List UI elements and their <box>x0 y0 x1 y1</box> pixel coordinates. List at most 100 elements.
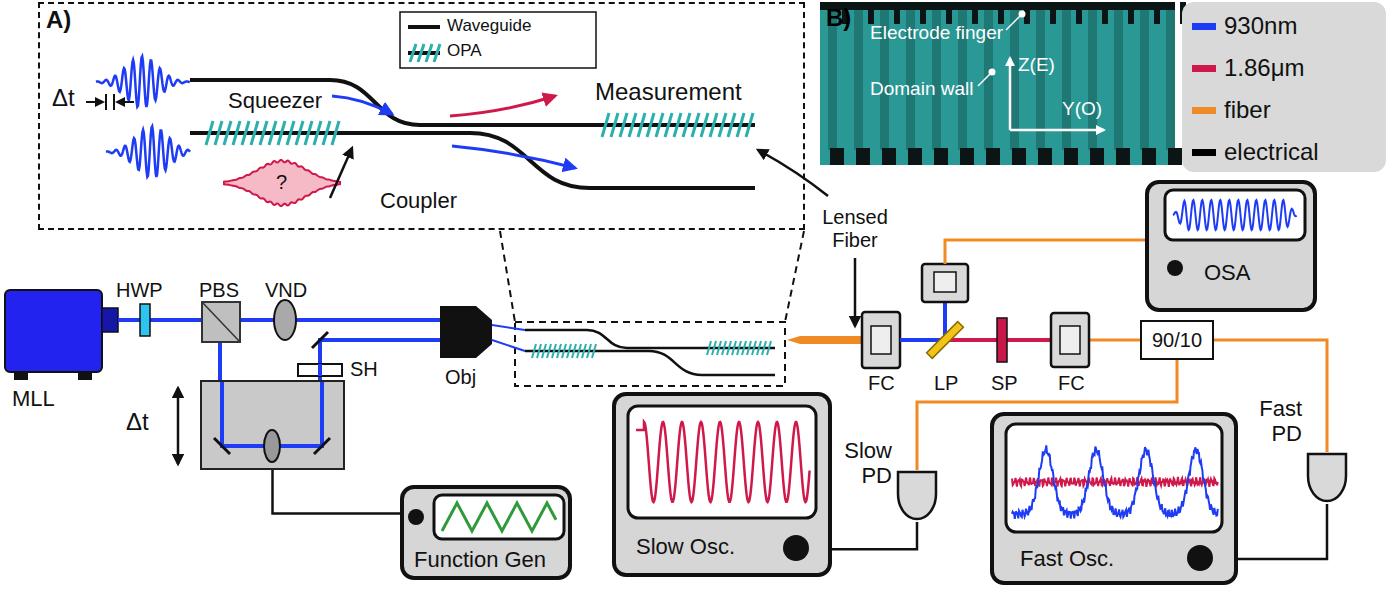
drawing-part <box>710 113 717 137</box>
section-label: Coupler <box>380 188 457 213</box>
legend-swatch <box>1192 23 1216 30</box>
drawing-part <box>783 535 809 561</box>
drawing-part <box>1140 10 1149 150</box>
drawing-part <box>408 509 424 525</box>
drawing-part <box>701 113 708 137</box>
pointer-arrow <box>854 258 857 326</box>
micrograph-texture <box>820 2 1186 165</box>
drawing-part <box>762 341 766 355</box>
drawing-part <box>1038 148 1052 165</box>
laser-foot <box>78 372 92 380</box>
lensed-fiber <box>787 336 862 344</box>
delay-stage-drawing <box>202 382 347 472</box>
drawing-part <box>719 113 726 137</box>
beam-splitter <box>202 302 240 342</box>
drawing-part <box>628 406 816 518</box>
node-title: Function Gen <box>414 547 546 572</box>
photodetector: Slow PD <box>896 470 938 522</box>
drawing-part <box>206 121 213 145</box>
delay-marker <box>86 101 103 103</box>
delay-marker <box>117 101 134 103</box>
drawing-part <box>854 10 863 150</box>
part-label: VND <box>265 279 307 302</box>
leader-dot <box>1019 11 1026 18</box>
drawing-part <box>920 2 926 24</box>
chip-inset <box>515 322 785 386</box>
drawing-part <box>742 341 746 355</box>
beam <box>943 302 947 340</box>
node-title: OSA <box>1204 260 1250 285</box>
beam <box>492 325 525 330</box>
drawing-part <box>106 126 190 177</box>
drawing-part <box>434 44 440 62</box>
drawing-part <box>592 344 596 358</box>
drawing-part <box>1167 260 1183 276</box>
drawing-part <box>1168 148 1182 165</box>
beam <box>945 338 1050 342</box>
drawing-part <box>567 344 571 358</box>
laser-nozzle <box>102 308 118 332</box>
drawing-part <box>532 344 536 358</box>
drawing-part <box>224 160 340 206</box>
drawing-part <box>287 121 294 145</box>
shutter <box>298 364 342 376</box>
drawing-part <box>737 113 744 137</box>
drawing-part <box>1006 424 1222 532</box>
drawing-part <box>960 148 974 165</box>
drawing-part <box>1173 200 1297 230</box>
drawing-part <box>1088 10 1097 150</box>
waveguide <box>525 351 775 375</box>
drawing-part <box>323 121 330 145</box>
drawing-part <box>587 344 591 358</box>
drawing-part <box>638 113 645 137</box>
legend-text: Waveguide <box>447 16 531 36</box>
fiber-coupler-drawing <box>1050 312 1090 368</box>
axis-arrow <box>1009 58 1012 130</box>
leader-line <box>978 72 992 86</box>
node-title: B) <box>826 4 851 32</box>
drawing-part <box>410 44 416 62</box>
pointer-arrow <box>330 148 352 198</box>
node-text: Electrode finger <box>870 22 1003 44</box>
fiber-coupler <box>871 326 891 354</box>
drawing-part <box>296 121 303 145</box>
drawing-part <box>557 344 561 358</box>
part-label: PBS <box>199 279 239 302</box>
drawing-part <box>1010 10 1019 150</box>
zoom-line <box>785 231 804 322</box>
node-text: Z(E) <box>1018 54 1055 76</box>
drawing-part <box>547 344 551 358</box>
node-title: Fast PD <box>1244 396 1302 447</box>
node-text: Domain wall <box>870 78 973 100</box>
spectrum-analyzer-drawing <box>1149 184 1321 316</box>
delay-marker <box>105 94 107 110</box>
drawing-part <box>314 438 330 454</box>
drawing-part <box>986 148 1000 165</box>
translation-arrow <box>177 388 180 464</box>
delay-stage: Δt <box>200 380 345 470</box>
section-label: Measurement <box>595 78 742 106</box>
connector <box>832 522 917 549</box>
beam <box>900 338 945 342</box>
node-title: Slow PD <box>834 438 892 489</box>
drawing-part <box>1166 10 1175 150</box>
drawing-part <box>747 341 751 355</box>
legend-box <box>400 12 596 68</box>
part-label: HWP <box>116 279 163 302</box>
photodetector-drawing <box>1306 452 1348 504</box>
drawing-part <box>629 113 636 137</box>
drawing-part <box>269 121 276 145</box>
drawing-part <box>908 148 922 165</box>
drawing-part <box>1064 148 1078 165</box>
node-title: 90/10 <box>1152 329 1202 352</box>
opa-hatch <box>206 113 753 145</box>
fiber-coupler: FC <box>1050 312 1090 368</box>
drawing-part <box>830 148 844 165</box>
drawing-part <box>856 148 870 165</box>
delay-label: Δt <box>52 84 75 112</box>
drawing-part <box>251 121 258 145</box>
part-label: MLL <box>12 386 55 411</box>
fiber-coupler <box>934 272 956 292</box>
beam <box>218 320 222 380</box>
node-title: Fast Osc. <box>1020 546 1114 571</box>
